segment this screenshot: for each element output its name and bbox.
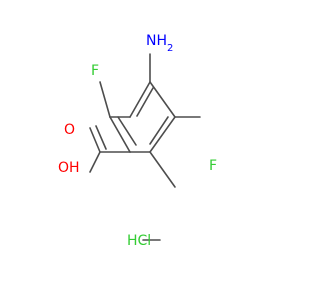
ring-bond-inner [136,87,154,117]
atom-labels: NH2 F F O OH HCl [58,33,217,249]
atom-f-meta: F [209,158,217,174]
salt-hcl: HCl [127,233,151,249]
atom-f-ortho: F [91,63,99,79]
bonds [89,53,201,241]
ring-bond-inner [117,116,137,146]
atom-oh: OH [58,160,80,176]
bond-hydroxyl [89,151,101,173]
atom-nh2: NH2 [146,33,173,54]
atom-o-carbonyl: O [64,122,75,138]
bond-to-f-meta [149,151,176,188]
structure-svg: NH2 F F O OH HCl [58,33,217,249]
ring-bond [129,81,151,118]
ring-bond-inner [149,116,169,145]
molecule-diagram: NH2 F F O OH HCl [58,33,217,249]
ring-bond [149,116,176,153]
bond-carbonyl-a [89,127,101,153]
ring-bond [109,116,131,153]
ring-bond [149,81,176,118]
bond-to-f-ortho [99,81,111,118]
bond-carbonyl-b [95,125,107,150]
